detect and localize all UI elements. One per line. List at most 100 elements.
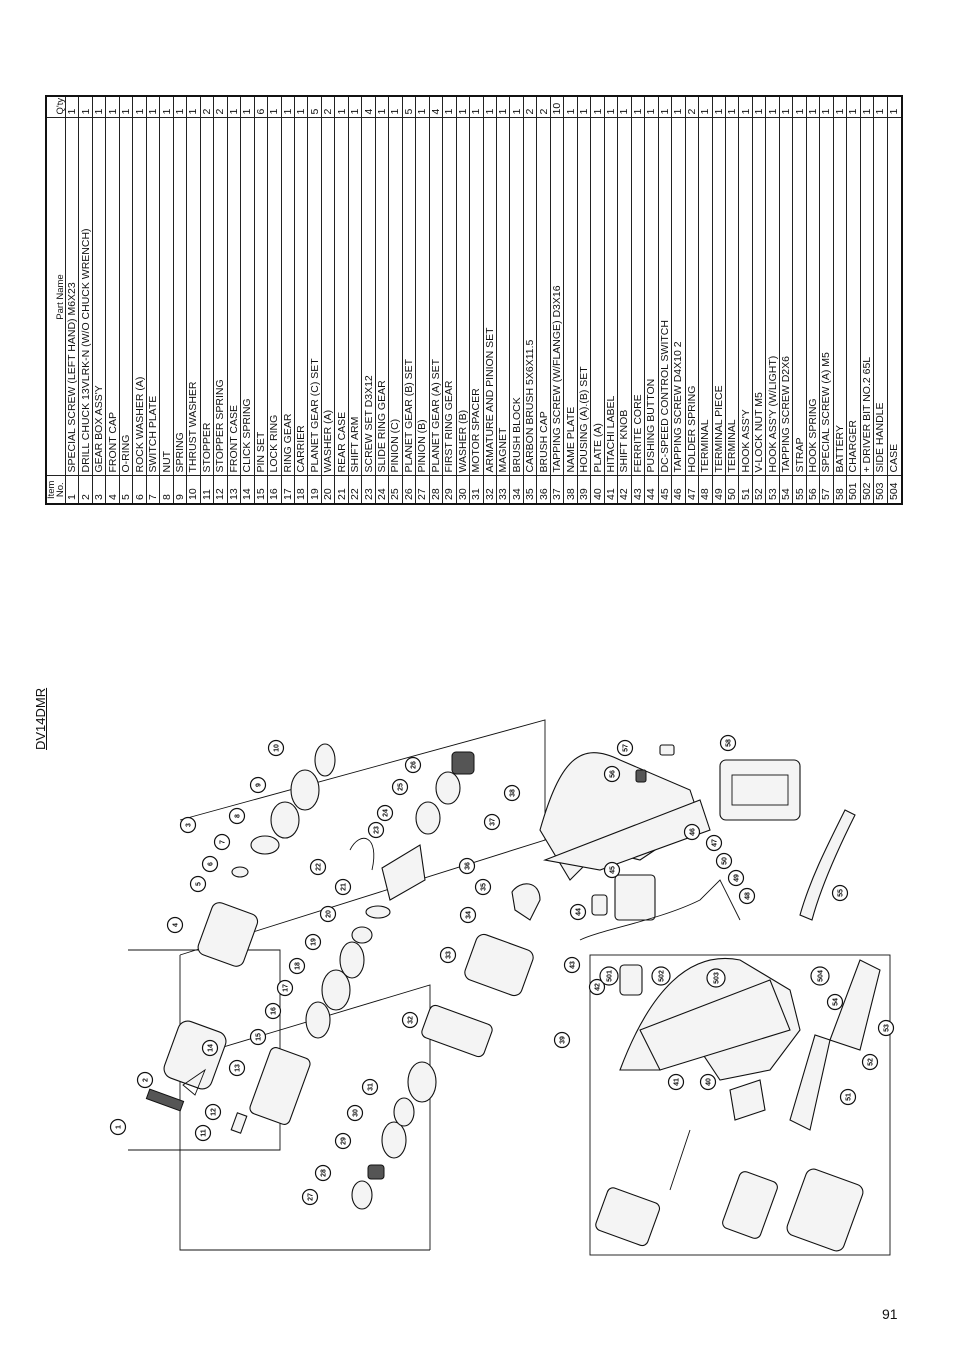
callout-label: 24 [383, 809, 390, 817]
cell-qty: 1 [78, 96, 93, 118]
callout-label: 20 [326, 910, 333, 918]
callout-56: 56 [603, 765, 621, 783]
cell-item-no: 23 [361, 476, 376, 504]
callout-circle [267, 739, 285, 757]
drawing-planet-stage-2 [351, 1061, 437, 1210]
callout-501: 501 [599, 966, 619, 986]
cell-item-no: 48 [698, 476, 712, 504]
callout-18: 18 [288, 957, 306, 975]
callout-circle [603, 861, 621, 879]
callout-circle [136, 1071, 154, 1089]
callout-label: 17 [283, 984, 290, 992]
callout-label: 8 [235, 814, 242, 818]
cell-part-name: CLICK SPRING [240, 118, 255, 476]
cell-item-no: 26 [402, 476, 416, 504]
callout-label: 46 [690, 828, 697, 836]
page-number: 91 [882, 1306, 898, 1322]
cell-part-name: GEAR BOX ASS'Y [92, 118, 106, 476]
callout-label: 27 [308, 1193, 315, 1201]
callout-label: 55 [838, 889, 845, 897]
cell-item-no: 3 [92, 476, 106, 504]
callout-36: 36 [458, 857, 476, 875]
callout-circle [831, 884, 849, 902]
cell-part-name: PINION (B) [415, 118, 430, 476]
callout-label: 502 [659, 970, 666, 982]
callout-22: 22 [309, 858, 327, 876]
callout-label: 21 [341, 883, 348, 891]
cell-qty: 1 [375, 96, 389, 118]
callout-label: 6 [208, 862, 215, 866]
cell-item-no: 2 [78, 476, 93, 504]
callout-32: 32 [401, 1011, 419, 1029]
cell-part-name: PIN SET [254, 118, 268, 476]
callout-circle [276, 979, 294, 997]
callout-label: 49 [734, 874, 741, 882]
callout-10: 10 [267, 739, 285, 757]
cell-item-no: 22 [348, 476, 362, 504]
cell-qty: 1 [240, 96, 255, 118]
cell-part-name: ROCK WASHER (A) [132, 118, 147, 476]
cell-qty: 1 [590, 96, 605, 118]
callout-1: 1 [109, 1118, 127, 1136]
cell-part-name: LOCK RING [267, 118, 281, 476]
callout-52: 52 [861, 1053, 879, 1071]
cell-item-no: 34 [509, 476, 524, 504]
cell-qty: 1 [577, 96, 591, 118]
cell-qty: 1 [698, 96, 712, 118]
cell-part-name: CHARGER [846, 118, 861, 476]
callout-label: 11 [201, 1129, 208, 1137]
callout-47: 47 [705, 834, 723, 852]
callout-40: 40 [699, 1073, 717, 1091]
callout-31: 31 [361, 1078, 379, 1096]
cell-part-name: TAPPING SCREW D4X10 2 [671, 118, 686, 476]
cell-qty: 6 [254, 96, 268, 118]
cell-part-name: BRUSH BLOCK [509, 118, 524, 476]
callout-circle [213, 833, 231, 851]
callout-label: 10 [274, 744, 281, 752]
cell-part-name: TAPPING SCREW (W/FLANGE) D3X16 [550, 118, 564, 476]
callout-circle [314, 1164, 332, 1182]
callout-circle [651, 966, 671, 986]
cell-qty: 1 [792, 96, 807, 118]
drawing-motor [421, 883, 541, 1058]
cell-part-name: FRONT CASE [227, 118, 241, 476]
cell-part-name: MAGNET [496, 118, 510, 476]
cell-qty: 1 [334, 96, 349, 118]
cell-part-name: BRUSH CAP [536, 118, 551, 476]
callout-circle [194, 1124, 212, 1142]
cell-part-name: HOOK ASS'Y [738, 118, 753, 476]
cell-qty: 2 [200, 96, 214, 118]
callout-label: 54 [833, 998, 840, 1006]
cell-qty: 1 [658, 96, 672, 118]
callout-55: 55 [831, 884, 849, 902]
callout-label: 16 [271, 1007, 278, 1015]
cell-qty: 1 [725, 96, 739, 118]
callout-label: 33 [446, 951, 453, 959]
cell-item-no: 39 [577, 476, 591, 504]
callout-label: 58 [726, 739, 733, 747]
cell-item-no: 29 [442, 476, 457, 504]
callout-circle [715, 852, 733, 870]
callout-circle [367, 821, 385, 839]
cell-qty: 1 [227, 96, 241, 118]
cell-part-name: SPECIAL SCREW (LEFT HAND) M6X23 [65, 118, 79, 476]
callout-label: 38 [510, 789, 517, 797]
callout-circle [346, 1104, 364, 1122]
cell-part-name: PLANET GEAR (C) SET [307, 118, 322, 476]
